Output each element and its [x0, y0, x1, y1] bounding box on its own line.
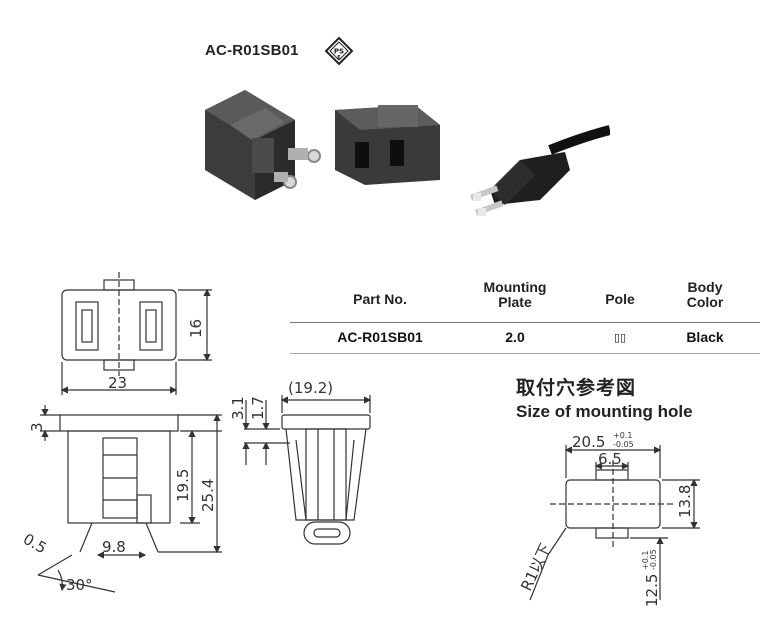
dim-lead-pitch: 9.8 [102, 538, 126, 556]
hole-dim-depth-tol-top: +0.1 [641, 551, 650, 570]
hole-dim-height: 13.8 [676, 485, 694, 518]
hole-dim-width-tol-top: +0.1 [613, 431, 632, 440]
hole-dim-width: 20.5 [572, 433, 605, 451]
hole-dim-depth-tol-bottom: -0.05 [649, 549, 658, 570]
cell-body-color: Black [686, 329, 724, 345]
header-part-no: Part No. [353, 291, 407, 307]
dim-overall-height: 25.4 [199, 479, 217, 512]
header-body-color: Body Color [686, 279, 724, 310]
dim-side-a: 3.1 [229, 396, 247, 420]
dim-lead-angle: 30° [66, 576, 93, 594]
front-view-drawing [60, 272, 212, 395]
table-rule-bottom [290, 353, 760, 354]
header-mounting-plate: Mounting Plate [483, 279, 547, 310]
dim-front-height: 16 [187, 319, 205, 338]
svg-text:E: E [337, 55, 341, 61]
cell-pole-icon: ▯▯ [613, 332, 627, 344]
dim-lead-width: 0.5 [20, 530, 50, 558]
dim-side-b: 1.7 [249, 396, 267, 420]
header-pole: Pole [605, 291, 635, 307]
hole-dim-width-tol-bottom: -0.05 [613, 440, 634, 449]
mounting-hole-drawing [529, 445, 700, 601]
mounting-hole-title-en: Size of mounting hole [516, 402, 693, 421]
plug-image [470, 125, 610, 216]
product-title: AC-R01SB01 [205, 42, 299, 59]
right-view-drawing [242, 395, 372, 545]
hole-dim-inner: 6.5 [598, 450, 622, 468]
dim-side-width: (19.2) [288, 379, 333, 397]
hole-dim-depth: 12.5 [643, 574, 661, 607]
outlet-front-image [335, 105, 440, 185]
side-view-drawing [37, 405, 222, 593]
outlet-angle-image [205, 90, 321, 200]
cell-mounting-plate: 2.0 [505, 329, 525, 345]
product-photos [205, 90, 610, 216]
mounting-hole-title-cn: 取付穴参考図 [516, 377, 637, 399]
cell-part-no: AC-R01SB01 [337, 329, 423, 345]
dim-body-height: 19.5 [174, 469, 192, 502]
dim-flange: 3 [28, 422, 46, 432]
table-rule-top [290, 322, 760, 323]
svg-text:PS: PS [334, 48, 344, 56]
dim-front-width: 23 [108, 374, 127, 392]
pse-mark-icon: PS E [324, 36, 354, 66]
hole-dim-radius: R1以下 [517, 541, 554, 594]
spec-table: Part No. Mounting Plate Pole Body Color … [290, 280, 760, 355]
